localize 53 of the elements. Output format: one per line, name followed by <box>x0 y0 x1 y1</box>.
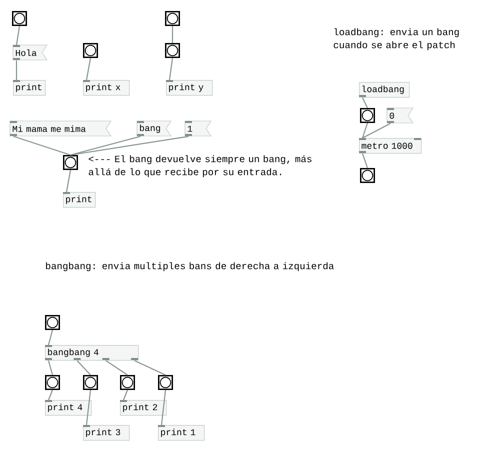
bang-button <box>158 375 173 390</box>
patch-cord <box>70 136 189 156</box>
bang-button <box>165 11 180 26</box>
object-box: print y <box>166 80 213 96</box>
patch-cord <box>106 360 128 376</box>
bang-button <box>63 155 78 170</box>
message-box: Hola <box>12 44 48 60</box>
patch-cord <box>48 360 54 376</box>
object-box: print 2 <box>120 400 167 416</box>
patch-cord <box>168 58 174 80</box>
patch-cord <box>362 122 368 138</box>
patch-cord <box>172 26 174 43</box>
object-box: print 3 <box>83 425 130 441</box>
message-box: 1 <box>184 120 212 136</box>
object-box: print 1 <box>158 425 205 441</box>
bang-button <box>83 43 98 58</box>
object-box: bangbang 4 <box>45 345 139 361</box>
patch-cord <box>16 60 18 80</box>
patch-cord <box>48 330 54 346</box>
message-box: bang <box>136 120 172 136</box>
comment-text: bangbang: envia multiples bans de derecha a izquierda <box>46 262 334 272</box>
comment-text: loadbang: envia un bang cuando se abre el patch <box>334 28 459 50</box>
object-box: print x <box>83 80 130 96</box>
patch-cord <box>123 390 128 400</box>
patch-cord <box>66 170 72 192</box>
patch-cord <box>86 58 92 80</box>
object-box: print <box>63 192 96 208</box>
object-box: print <box>13 80 46 96</box>
patch-cord <box>70 136 141 156</box>
comment-text: <--- El bang devuelve siempre un bang, más allá de lo que recibe por su entrada. <box>88 155 312 178</box>
bang-button <box>12 11 27 26</box>
bang-button <box>45 375 60 390</box>
patch-cord <box>160 390 166 426</box>
patch-cord <box>86 390 92 426</box>
bang-button <box>83 375 98 390</box>
message-box: 0 <box>386 108 414 124</box>
bang-button <box>165 43 180 58</box>
object-box: loadbang <box>359 82 410 98</box>
patch-cord <box>362 153 368 168</box>
patch-cord <box>134 360 166 376</box>
patch-cord <box>362 97 368 108</box>
bang-button <box>360 168 375 183</box>
object-box: metro 1000 <box>359 138 422 154</box>
patch-cord <box>16 26 20 46</box>
message-box: Mi mama me mima <box>10 120 112 136</box>
bang-button <box>120 375 135 390</box>
bang-button <box>45 315 60 330</box>
patch-cord <box>13 136 71 156</box>
object-box: print 4 <box>45 400 92 416</box>
patch-cord <box>76 360 91 376</box>
patch-cord <box>362 122 391 138</box>
bang-button <box>360 108 375 123</box>
patch-cord <box>48 390 54 400</box>
